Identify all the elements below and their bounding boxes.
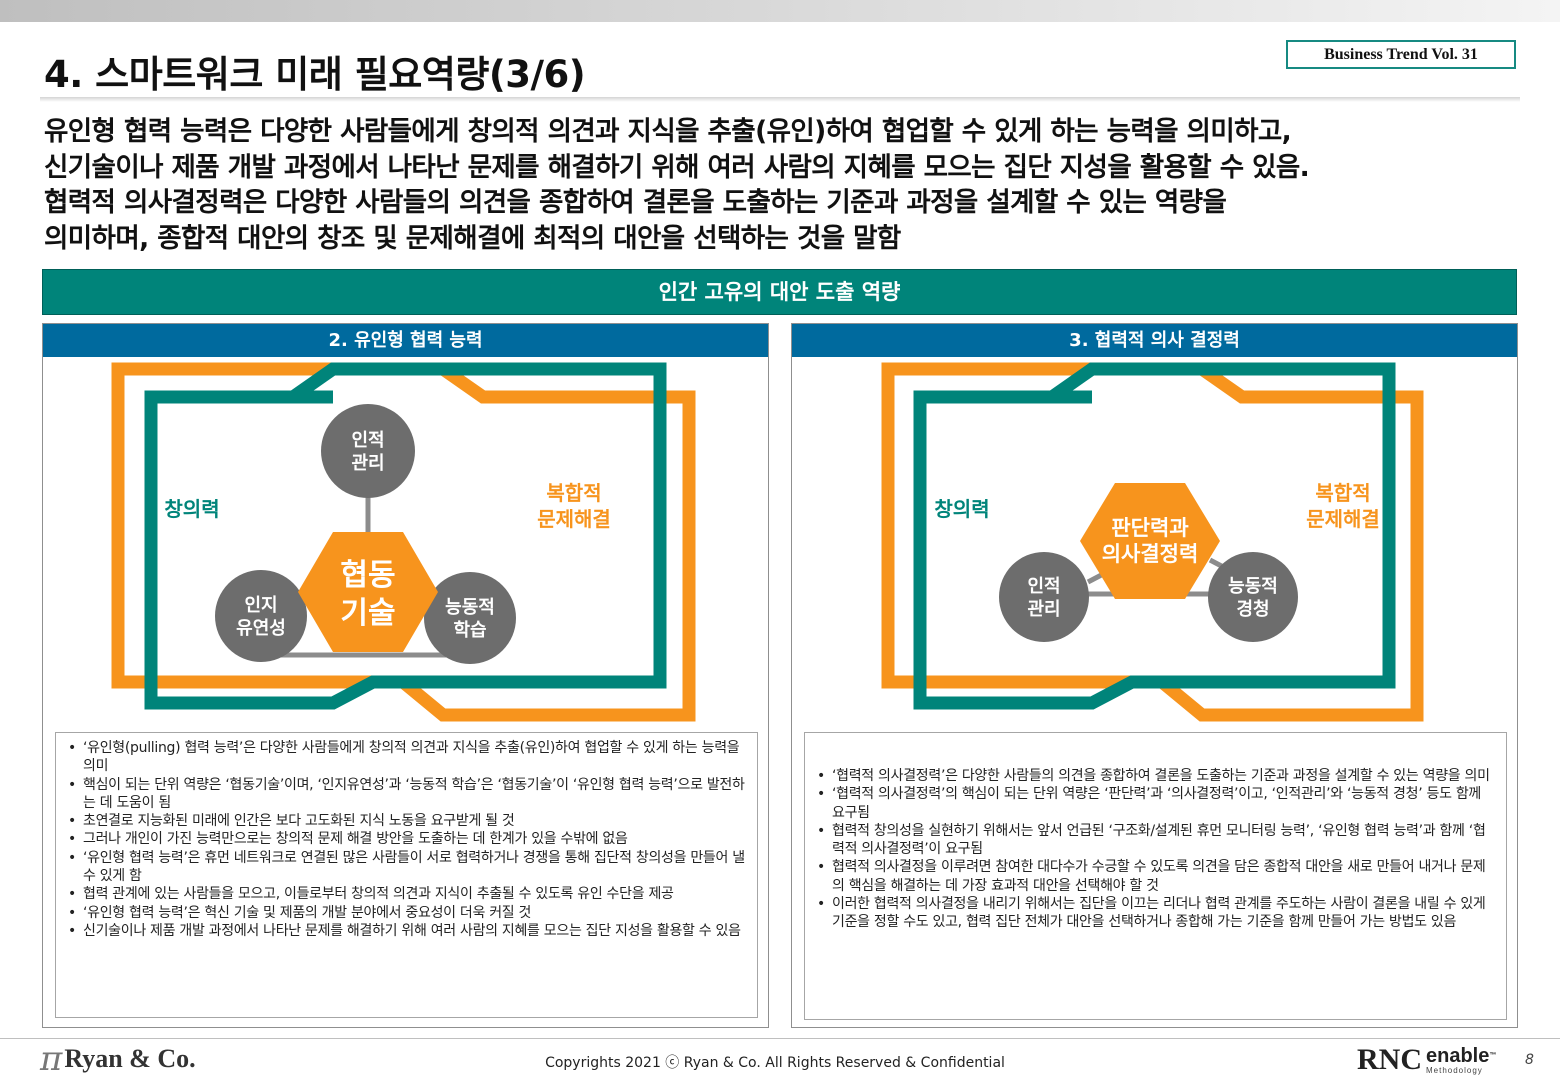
rnc-enable-text: enable: [1426, 1045, 1490, 1067]
summary-line: 협력적 의사결정력은 다양한 사람들의 의견을 종합하여 결론을 도출하는 기준…: [44, 187, 1227, 218]
note-item: 초연결로 지능화된 미래에 인간은 보다 고도화된 지식 노동을 요구받게 될 …: [68, 812, 747, 831]
note-item: ‘유인형 협력 능력’은 혁신 기술 및 제품의 개발 분야에서 중요성이 더욱…: [68, 904, 747, 923]
note-item: ‘유인형 협력 능력’은 휴먼 네트워크로 연결된 많은 사람들이 서로 협력하…: [68, 849, 747, 886]
node-label: 인적: [351, 430, 384, 451]
node-label: 능동적: [1228, 576, 1278, 597]
orange-frame: [111, 362, 696, 722]
note-item: ‘협력적 의사결정력’의 핵심이 되는 단위 역량은 ‘판단력’과 ‘의사결정력…: [817, 785, 1496, 822]
note-item: 그러나 개인이 가진 능력만으로는 창의적 문제 해결 방안을 도출하는 데 한…: [68, 830, 747, 849]
pi-icon: π: [40, 1039, 63, 1079]
side-label-complex-problem: 문제해결: [537, 507, 611, 531]
trademark-mark: ™: [1489, 1052, 1497, 1059]
hexagon-core-competency: [1080, 483, 1220, 599]
competency-diagram: 인적 관리 인지 유연성 능동적 학습 협동 기술 창의력 복합적 문제해결: [111, 362, 696, 722]
hexagon-label: 의사결정력: [1102, 542, 1199, 566]
summary-line: 유인형 협력 능력은 다양한 사람들에게 창의적 의견과 지식을 추출(유인)하…: [44, 116, 1292, 147]
logo-text: Ryan & Co.: [64, 1044, 196, 1073]
summary-text: 유인형 협력 능력은 다양한 사람들에게 창의적 의견과 지식을 추출(유인)하…: [44, 114, 1534, 256]
notes-box: ‘유인형(pulling) 협력 능력’은 다양한 사람들에게 창의적 의견과 …: [55, 732, 758, 1018]
rnc-logo-text: RNC: [1357, 1043, 1422, 1076]
side-label-creativity: 창의력: [164, 497, 219, 521]
node-label: 유연성: [236, 618, 286, 639]
rnc-logo: RNC enable™ Methodology: [1357, 1044, 1496, 1076]
node-label: 관리: [351, 453, 384, 474]
note-item: 핵심이 되는 단위 역량은 ‘협동기술’이며, ‘인지유연성’과 ‘능동적 학습…: [68, 776, 747, 813]
summary-line: 의미하며, 종합적 대안의 창조 및 문제해결에 최적의 대안을 선택하는 것을…: [44, 222, 901, 254]
orange-frame: [881, 362, 1424, 722]
page-number: 8: [1525, 1052, 1534, 1068]
node-label: 인지: [244, 595, 277, 616]
summary-line: 신기술이나 제품 개발 과정에서 나타난 문제를 해결하기 위해 여러 사람의 …: [44, 151, 1310, 183]
page-title: 4. 스마트워크 미래 필요역량(3/6): [44, 53, 586, 96]
notes-box: ‘협력적 의사결정력’은 다양한 사람들의 의견을 종합하여 결론을 도출하는 …: [804, 732, 1507, 1020]
panel-header: 3. 협력적 의사 결정력: [792, 324, 1517, 357]
rnc-methodology-text: Methodology: [1426, 1066, 1483, 1075]
node-label: 인적: [1027, 576, 1060, 597]
hexagon-label: 기술: [340, 596, 395, 631]
panel-collaborative-decision: 3. 협력적 의사 결정력 판단력과 의사결정력 인적 관리 능동적 경청 창의…: [791, 323, 1518, 1028]
company-logo: π Ryan & Co.: [40, 1039, 196, 1079]
note-item: 신기술이나 제품 개발 과정에서 나타난 문제를 해결하기 위해 여러 사람의 …: [68, 922, 747, 941]
node-label: 학습: [453, 619, 486, 641]
side-label-complex-problem: 문제해결: [1306, 507, 1380, 531]
side-label-creativity: 창의력: [934, 497, 989, 521]
panel-collaborative-pulling: 2. 유인형 협력 능력 인적 관리 인지 유연성 능동적 학습 협동 기술 창…: [42, 323, 769, 1028]
note-item: 협력적 의사결정을 이루려면 참여한 대다수가 수긍할 수 있도록 의견을 담은…: [817, 858, 1496, 895]
publication-badge: Business Trend Vol. 31: [1286, 40, 1516, 69]
node-cognitive-flexibility: [215, 570, 307, 662]
node-label: 경청: [1236, 599, 1269, 620]
note-item: 협력적 창의성을 실현하기 위해서는 앞서 언급된 ‘구조화/설계된 휴먼 모니…: [817, 822, 1496, 859]
section-header: 인간 고유의 대안 도출 역량: [42, 269, 1517, 315]
node-human-management: [321, 404, 415, 498]
footer-divider: [0, 1038, 1560, 1039]
node-label: 능동적: [445, 597, 495, 618]
node-human-management: [999, 552, 1089, 642]
title-divider: [40, 97, 1520, 102]
node-active-listening: [1208, 552, 1298, 642]
hexagon-label: 판단력과: [1111, 516, 1188, 540]
note-item: 협력 관계에 있는 사람들을 모으고, 이들로부터 창의적 의견과 지식이 추출…: [68, 885, 747, 904]
side-label-complex-problem: 복합적: [1315, 481, 1370, 505]
hexagon-label: 협동: [340, 558, 395, 593]
teal-frame: [144, 362, 667, 710]
side-label-complex-problem: 복합적: [546, 481, 601, 505]
note-item: 이러한 협력적 의사결정을 내리기 위해서는 집단을 이끄는 리더나 협력 관계…: [817, 895, 1496, 932]
node-active-learning: [424, 572, 516, 664]
competency-diagram: 판단력과 의사결정력 인적 관리 능동적 경청 창의력 복합적 문제해결: [881, 362, 1424, 722]
hexagon-core-competency: [298, 532, 438, 652]
top-gradient-bar: [0, 0, 1560, 22]
note-item: ‘유인형(pulling) 협력 능력’은 다양한 사람들에게 창의적 의견과 …: [68, 739, 747, 776]
teal-frame: [913, 362, 1396, 710]
note-item: ‘협력적 의사결정력’은 다양한 사람들의 의견을 종합하여 결론을 도출하는 …: [817, 767, 1496, 786]
node-label: 관리: [1027, 599, 1060, 620]
panel-header: 2. 유인형 협력 능력: [43, 324, 768, 357]
copyright-notice: Copyrights 2021 ⓒ Ryan & Co. All Rights …: [545, 1055, 1005, 1071]
